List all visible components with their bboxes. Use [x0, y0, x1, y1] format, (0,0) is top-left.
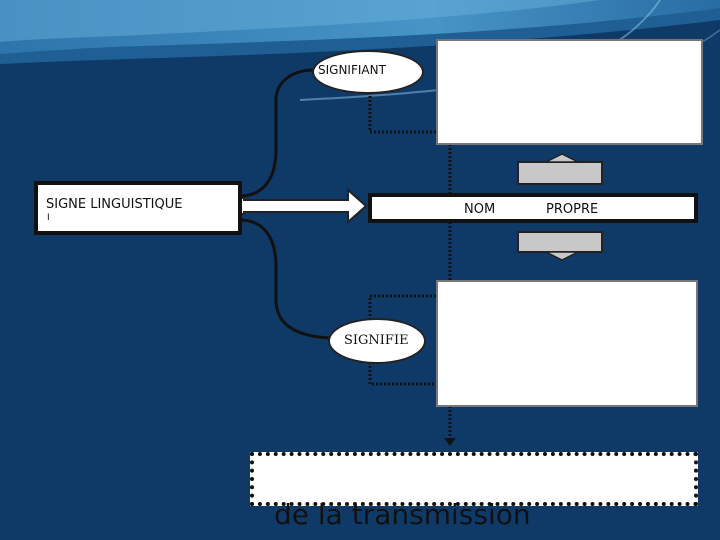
signifiant-label: SIGNIFIANT — [318, 63, 386, 77]
dotted-upper-to-signifie — [368, 222, 452, 324]
brace-upper — [239, 68, 315, 198]
nom-propre-box: NOM PROPRE — [368, 193, 698, 223]
dotted-signifiant-link — [368, 92, 452, 222]
signe-linguistique-mark: I — [47, 213, 50, 223]
footer-text: de la transmission — [274, 498, 531, 531]
signe-linguistique-box: SIGNE LINGUISTIQUE I — [34, 181, 242, 235]
nom-label: NOM — [464, 202, 496, 217]
gray-bar-upper — [517, 161, 603, 185]
signifie-label: SIGNIFIE — [344, 333, 409, 348]
signe-linguistique-label: SIGNE LINGUISTIQUE — [46, 197, 183, 212]
signifie-ellipse: SIGNIFIE — [328, 318, 426, 364]
top-right-box — [436, 39, 703, 145]
arrow-head-down — [444, 438, 456, 446]
bottom-dotted-box — [250, 452, 698, 506]
gray-bar-lower — [517, 231, 603, 253]
bottom-right-box — [436, 280, 698, 407]
dotted-signifie-link — [368, 362, 452, 440]
propre-label: PROPRE — [546, 202, 599, 217]
signifiant-ellipse: SIGNIFIANT — [312, 50, 424, 94]
brace-lower — [239, 218, 331, 340]
